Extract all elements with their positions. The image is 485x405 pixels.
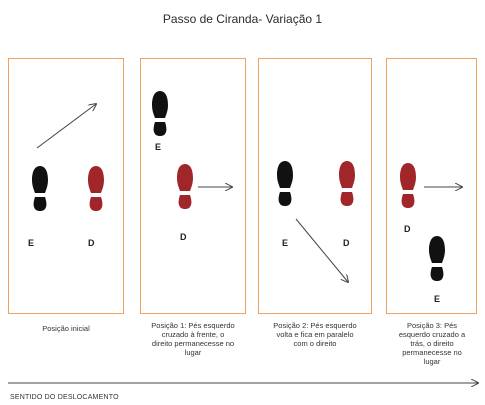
right-footprint — [400, 163, 416, 208]
caption-position-1: Posição 1: Pés esquerdo cruzado à frente… — [151, 321, 235, 357]
left-footprint — [152, 91, 168, 136]
left-footprint — [429, 236, 445, 281]
direction-label: SENTIDO DO DESLOCAMENTO — [10, 394, 119, 401]
movement-arrow — [295, 218, 348, 282]
right-footprint — [339, 161, 355, 206]
caption-position-2: Posição 2: Pés esquerdo volta e fica em … — [273, 321, 357, 348]
left-foot-label: E — [434, 294, 441, 304]
movement-arrow — [36, 104, 96, 149]
right-footprint — [177, 164, 193, 209]
left-foot-label: E — [28, 238, 35, 248]
right-footprint — [88, 166, 104, 211]
left-footprint — [277, 161, 293, 206]
right-foot-label: D — [180, 232, 187, 242]
caption-position-3: Posição 3: Pés esquerdo cruzado a trás, … — [398, 321, 466, 366]
left-footprint — [32, 166, 48, 211]
panel-position-2 — [258, 58, 372, 314]
left-foot-label: E — [282, 238, 289, 248]
panel-initial-position — [8, 58, 124, 314]
caption-initial-position: Posição inicial — [42, 324, 90, 333]
right-foot-label: D — [343, 238, 350, 248]
left-foot-label: E — [155, 142, 162, 152]
right-foot-label: D — [404, 224, 411, 234]
diagram-title: Passo de Ciranda- Variação 1 — [162, 12, 323, 26]
right-foot-label: D — [88, 238, 95, 248]
